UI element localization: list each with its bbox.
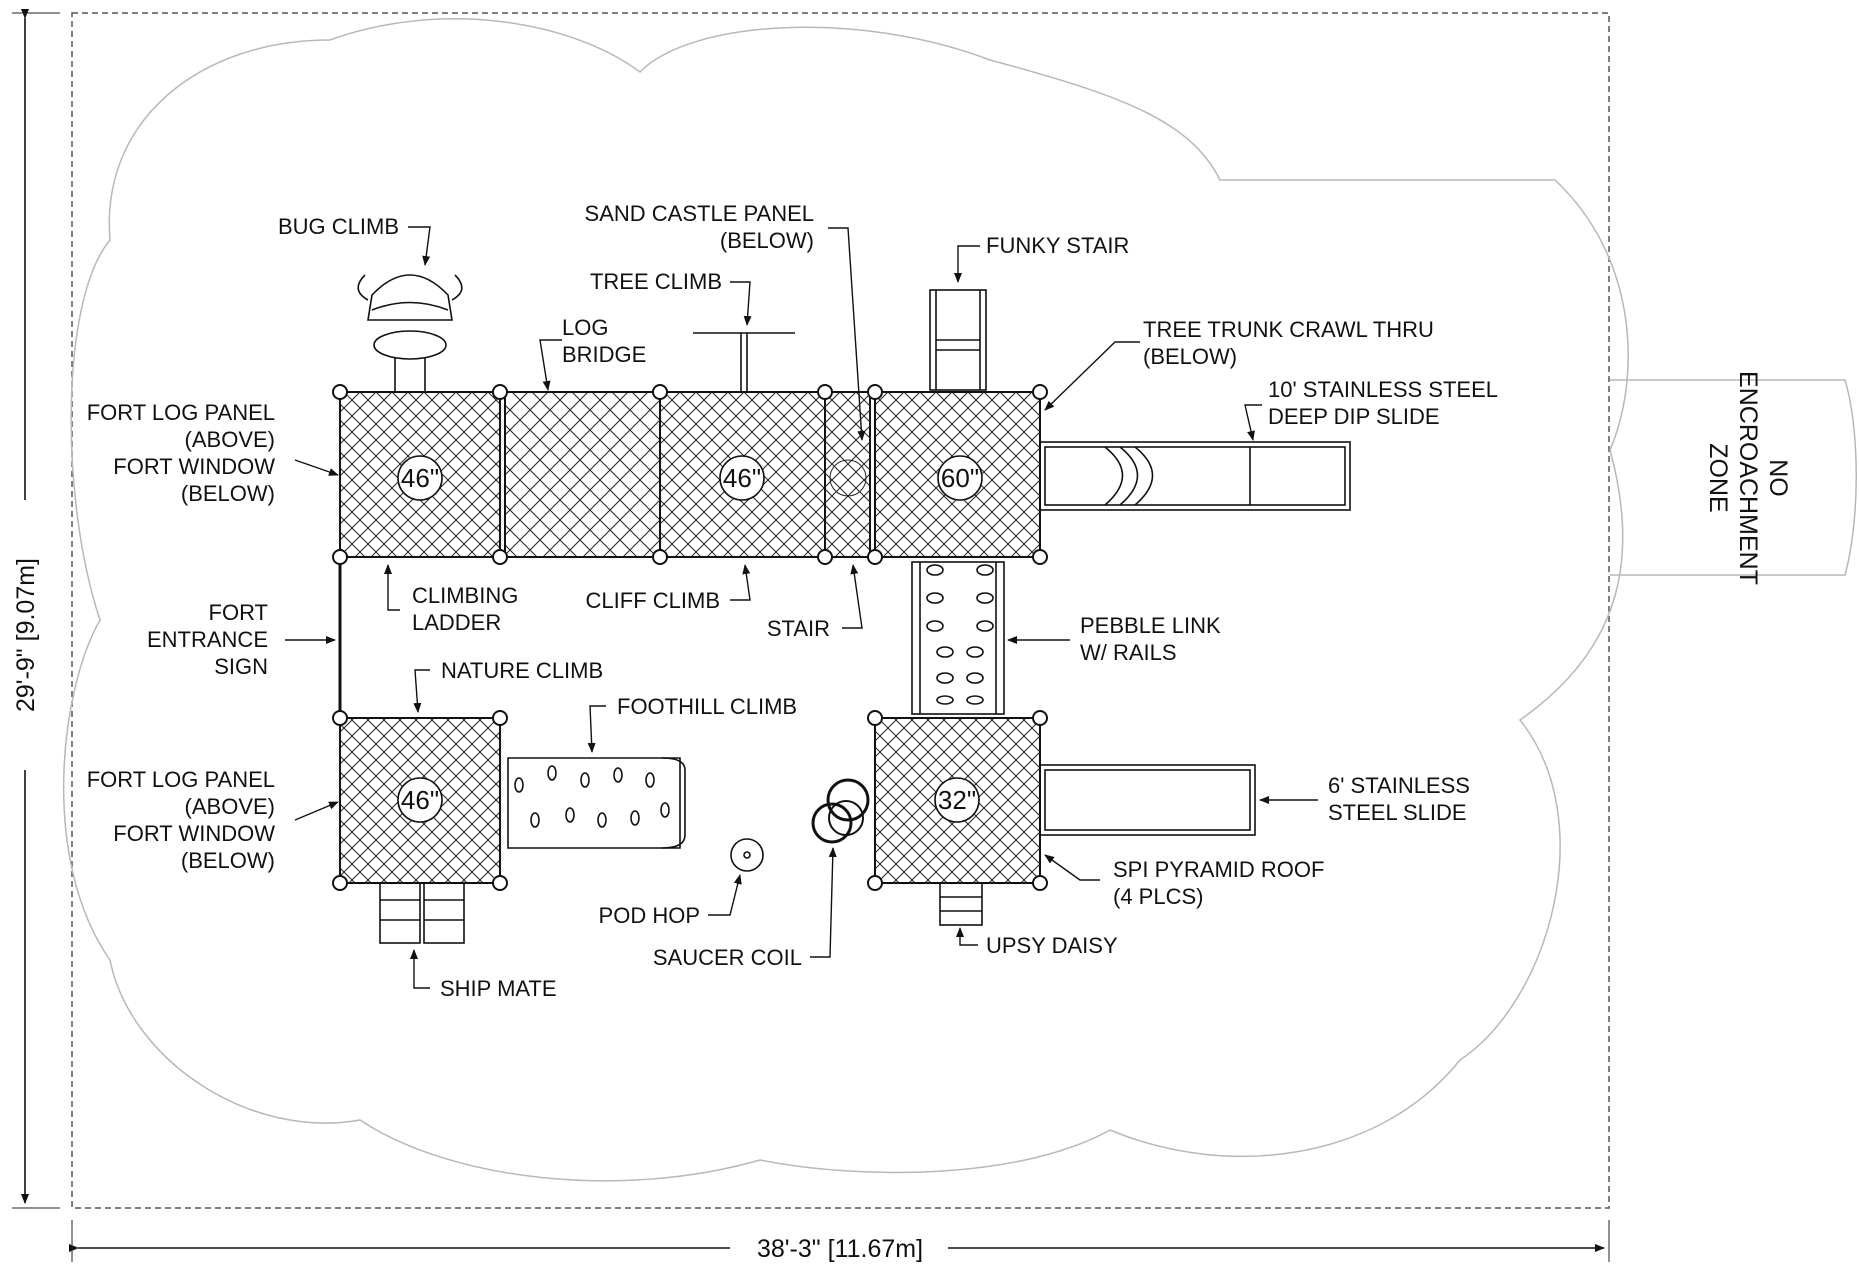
deck-posts (332, 384, 1048, 891)
label-pebble-link-2: W/ RAILS (1080, 640, 1177, 665)
label-deep-dip-2: DEEP DIP SLIDE (1268, 404, 1440, 429)
six-foot-slide (1039, 764, 1256, 836)
deck-height-b: 46" (719, 455, 765, 501)
label-fort-entrance-2: ENTRANCE (147, 627, 268, 652)
label-funky-stair: FUNKY STAIR (986, 233, 1129, 258)
sand-castle-panel (829, 459, 867, 497)
label-fort-log-bot-2: (ABOVE) (185, 794, 275, 819)
label-foothill-climb: FOOTHILL CLIMB (617, 694, 797, 719)
width-dimension-label: 38'-3" [11.67m] (757, 1235, 923, 1263)
label-tree-trunk-2: (BELOW) (1143, 344, 1237, 369)
tree-climb (693, 332, 795, 392)
label-pebble-link-1: PEBBLE LINK (1080, 613, 1221, 638)
deck-height-d: 46" (397, 777, 443, 823)
label-nature-climb: NATURE CLIMB (441, 658, 603, 683)
label-stair: STAIR (767, 616, 830, 641)
deck-height-b-text: 46" (723, 463, 761, 493)
zone-label-line-1: NO (1764, 459, 1792, 497)
label-fort-log-top-1: FORT LOG PANEL (87, 400, 275, 425)
stair-platform (824, 391, 871, 558)
upsy-daisy (939, 882, 983, 926)
label-climbing-ladder-2: LADDER (412, 610, 501, 635)
label-tree-trunk-1: TREE TRUNK CRAWL THRU (1143, 317, 1434, 342)
zone-label-line-2: ENCROACHMENT (1734, 371, 1762, 585)
label-six-slide-2: STEEL SLIDE (1328, 800, 1467, 825)
width-dimension: 38'-3" [11.67m] (69, 1220, 1610, 1263)
pebble-link (911, 561, 1005, 715)
label-fort-log-top-4: (BELOW) (181, 481, 275, 506)
label-tree-climb: TREE CLIMB (590, 269, 722, 294)
labels: BUG CLIMB SAND CASTLE PANEL (BELOW) TREE… (87, 201, 1498, 1001)
label-six-slide-1: 6' STAINLESS (1328, 773, 1470, 798)
zone-label-line-3: ZONE (1704, 443, 1732, 512)
deck-height-d-text: 46" (401, 785, 439, 815)
no-encroachment-zone-label: NO ENCROACHMENT ZONE (1704, 371, 1792, 585)
label-fort-log-top-3: FORT WINDOW (113, 454, 275, 479)
deck-height-c: 60" (937, 455, 983, 501)
deck-height-e: 32" (934, 777, 980, 823)
label-pyramid-1: SPI PYRAMID ROOF (1113, 857, 1324, 882)
saucer-coil (811, 778, 870, 844)
label-sand-castle-1: SAND CASTLE PANEL (585, 201, 814, 226)
label-log-bridge-2: BRIDGE (562, 342, 646, 367)
use-zone-outline (63, 18, 1629, 1182)
label-climbing-ladder-1: CLIMBING (412, 583, 518, 608)
deck-height-c-text: 60" (941, 463, 979, 493)
deck-height-a: 46" (397, 455, 443, 501)
label-bug-climb: BUG CLIMB (278, 214, 399, 239)
deck-height-a-text: 46" (401, 463, 439, 493)
height-dimension: 29'-9" [9.07m] (12, 9, 60, 1209)
deck-height-e-text: 32" (938, 785, 976, 815)
label-cliff-climb: CLIFF CLIMB (586, 588, 720, 613)
ship-mate (379, 882, 465, 944)
pod-hop (730, 838, 764, 872)
label-pyramid-2: (4 PLCS) (1113, 884, 1203, 909)
label-deep-dip-1: 10' STAINLESS STEEL (1268, 377, 1498, 402)
label-fort-log-top-2: (ABOVE) (185, 427, 275, 452)
log-bridge (504, 391, 661, 558)
label-fort-entrance-3: SIGN (214, 654, 268, 679)
label-pod-hop: POD HOP (599, 903, 700, 928)
label-log-bridge-1: LOG (562, 315, 608, 340)
funky-stair (929, 289, 987, 391)
no-encroachment-zone-outline (1610, 379, 1857, 576)
label-sand-castle-2: (BELOW) (720, 228, 814, 253)
label-saucer-coil: SAUCER COIL (653, 945, 802, 970)
label-fort-log-bot-4: (BELOW) (181, 848, 275, 873)
deep-dip-slide (1039, 441, 1351, 511)
label-upsy-daisy: UPSY DAISY (986, 933, 1118, 958)
leader-lines (285, 226, 1318, 989)
label-ship-mate: SHIP MATE (440, 976, 557, 1001)
label-fort-log-bot-1: FORT LOG PANEL (87, 767, 275, 792)
height-dimension-label: 29'-9" [9.07m] (12, 558, 40, 712)
label-fort-entrance-1: FORT (209, 600, 268, 625)
bug-climb (357, 274, 463, 392)
foothill-climb (507, 757, 686, 849)
label-fort-log-bot-3: FORT WINDOW (113, 821, 275, 846)
site-boundary (71, 12, 1610, 1209)
